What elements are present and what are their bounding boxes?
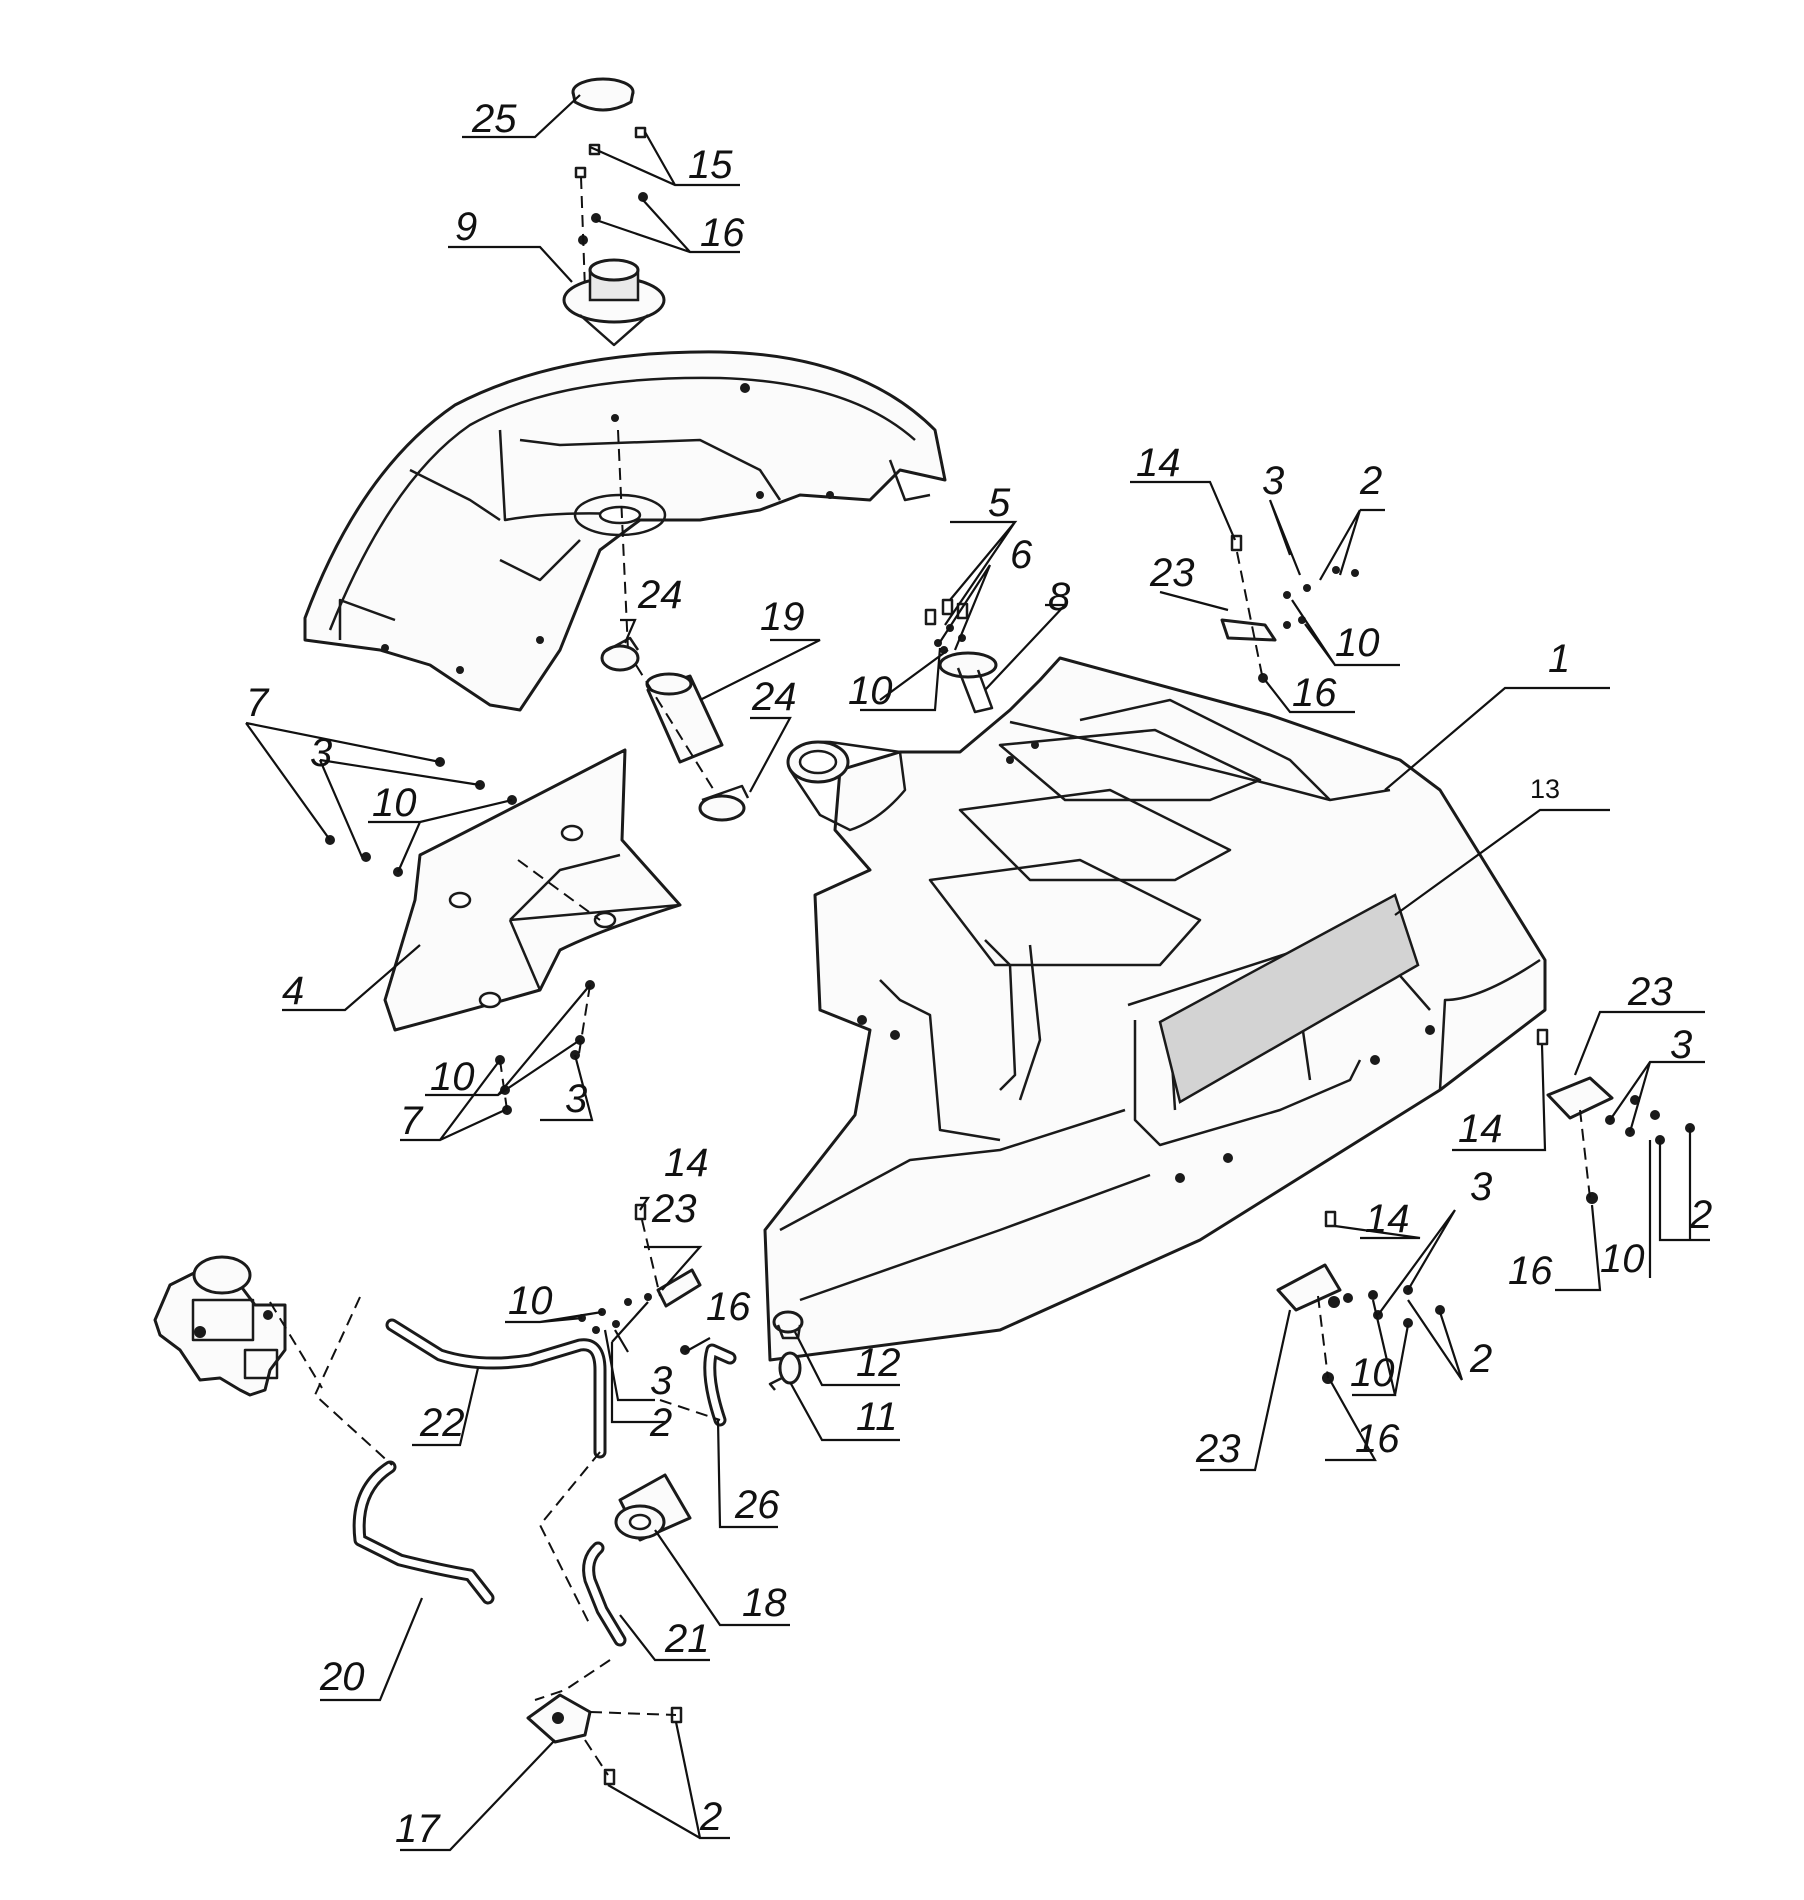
callout-24-lower: 24: [751, 675, 797, 719]
callout-14-right: 14: [1458, 1107, 1503, 1151]
callout-10-lower-left: 10: [430, 1055, 475, 1099]
fuel-pump-part: [526, 1693, 683, 1786]
callout-19: 19: [760, 595, 805, 639]
callout-1: 1: [1548, 637, 1570, 681]
callout-4: 4: [282, 969, 304, 1013]
filler-neck-part: [562, 258, 666, 347]
callout-7-upper: 7: [246, 681, 270, 725]
fuel-tank-part: [763, 656, 1547, 1362]
label-plate: [1158, 893, 1420, 1104]
callout-16-top: 16: [700, 211, 745, 255]
callout-3-upper-left: 3: [310, 731, 332, 775]
callout-6: 6: [1010, 533, 1033, 577]
callout-3-right: 3: [1670, 1023, 1692, 1067]
callout-23-right: 23: [1627, 970, 1673, 1014]
callout-2-right: 2: [1689, 1193, 1712, 1237]
callout-25: 25: [471, 97, 517, 141]
right-mount-bracket-part: [1536, 1028, 1695, 1204]
callout-18: 18: [742, 1581, 787, 1625]
callout-10-top: 10: [1335, 621, 1380, 665]
callout-10-left: 10: [508, 1279, 553, 1323]
callout-12: 12: [856, 1341, 901, 1385]
callout-23-bottom: 23: [1195, 1427, 1241, 1471]
callout-26: 26: [734, 1483, 780, 1527]
callout-3-lower-left: 3: [565, 1077, 587, 1121]
callout-23-left: 23: [651, 1187, 697, 1231]
callout-16-right: 16: [1508, 1249, 1553, 1293]
callout-8: 8: [1048, 575, 1071, 619]
callout-14-left: 14: [664, 1141, 709, 1185]
callout-10-right: 10: [1600, 1237, 1645, 1281]
callout-16-left: 16: [706, 1285, 751, 1329]
filler-pipe-part: [635, 664, 724, 801]
callout-leader-lines: [245, 94, 1710, 1852]
clamp-lower-part: [698, 784, 750, 822]
callout-3-top: 3: [1262, 459, 1284, 503]
outlet-fitting-part: [768, 1310, 804, 1391]
callout-10-upper-left: 10: [372, 781, 417, 825]
callout-13: 13: [1530, 774, 1560, 804]
callout-9: 9: [455, 205, 477, 249]
callout-5: 5: [988, 481, 1011, 525]
fuel-filter-part: [614, 1473, 692, 1542]
bottom-mount-bracket-part: [1276, 1210, 1445, 1384]
callout-21: 21: [664, 1617, 710, 1661]
callout-23-top: 23: [1149, 551, 1195, 595]
callout-20: 20: [319, 1655, 365, 1699]
callout-2-left: 2: [649, 1401, 672, 1445]
callout-24-upper: 24: [637, 573, 683, 617]
callout-2-pump: 2: [699, 1795, 722, 1839]
callout-14-bottom: 14: [1365, 1197, 1410, 1241]
callout-2-top: 2: [1359, 459, 1382, 503]
callout-16-midtop: 16: [1292, 671, 1337, 715]
clamp-upper-part: [600, 636, 640, 672]
filler-cap-part: [571, 77, 635, 112]
callout-2-bottom: 2: [1469, 1337, 1492, 1381]
fender-housing-part: [303, 350, 947, 712]
callout-14-top: 14: [1136, 441, 1181, 485]
callout-17: 17: [395, 1807, 441, 1851]
callout-11: 11: [856, 1395, 898, 1439]
fuel-hose-lines: [313, 1296, 737, 1701]
upper-mount-bracket-part: [1220, 534, 1359, 683]
callout-22: 22: [419, 1401, 465, 1445]
callout-15: 15: [688, 143, 733, 187]
callout-3-left: 3: [650, 1359, 672, 1403]
label-plate-part: [1158, 893, 1420, 1104]
callout-16-bottom: 16: [1355, 1417, 1400, 1461]
carburetor-part: [153, 1255, 323, 1397]
callout-10-bottom: 10: [1350, 1351, 1395, 1395]
callout-labels: 25 15 16 9 14 3 2 23 10 16 5 6 8 10 24 1…: [246, 97, 1712, 1851]
callout-7-lower: 7: [400, 1099, 424, 1143]
callout-3-bottom: 3: [1470, 1165, 1492, 1209]
callout-10-pump: 10: [848, 669, 893, 713]
